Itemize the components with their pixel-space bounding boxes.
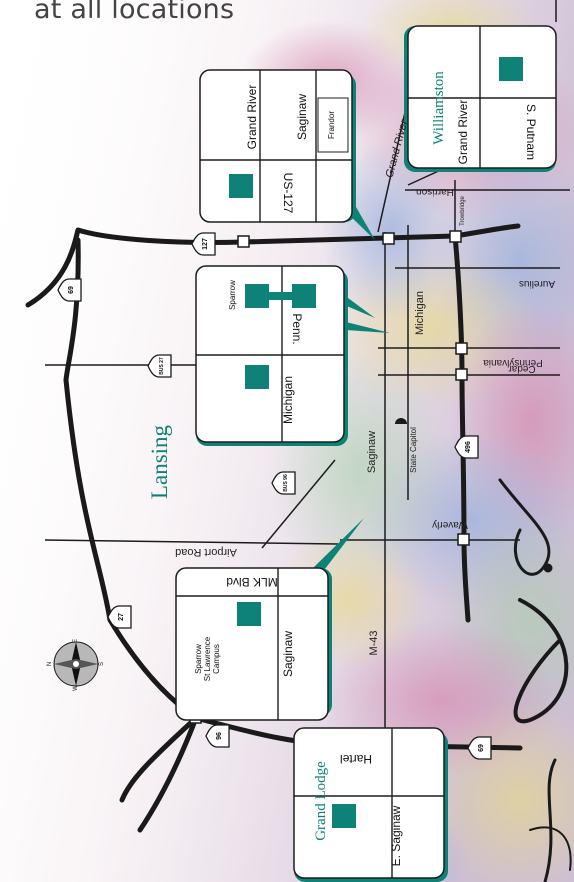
frandor-road-us127: US-127 xyxy=(281,172,295,214)
shield-i69-bottom xyxy=(467,736,492,760)
sparrow-location-marker-3 xyxy=(245,365,269,389)
highway-i496 xyxy=(452,233,471,623)
road-label-michigan: Michigan xyxy=(414,290,426,336)
frandor-location-marker xyxy=(229,174,253,198)
williamston-road-putnam: S. Putnam xyxy=(524,103,538,161)
grand-lodge-title: Grand Lodge xyxy=(313,761,329,841)
frandor-road-grand-river: Grand River xyxy=(245,84,259,150)
compass-e: E xyxy=(73,639,79,644)
sparrow-location-marker-2 xyxy=(292,284,316,308)
road-label-trowbridge: Trowbridge xyxy=(460,196,466,226)
road-label-airport-road: Airport Road xyxy=(175,546,237,558)
shield-us127 xyxy=(191,232,216,256)
st-lawrence-road-mlk: MLK Blvd xyxy=(226,575,278,589)
shield-bus27 xyxy=(147,354,172,378)
shield-label-us27: 27 xyxy=(118,613,125,621)
inset-st-lawrence xyxy=(175,567,332,721)
shield-label-bus27: BUS 27 xyxy=(159,357,165,375)
inset-sparrow xyxy=(195,265,348,446)
road-label-cedar: Cedar xyxy=(508,363,536,374)
shield-us27 xyxy=(107,605,132,629)
compass-w: W xyxy=(73,685,79,691)
road-label-waverly: Waverly xyxy=(432,519,468,530)
shield-bus96 xyxy=(271,471,296,495)
grand-lodge-road-hartel: Hartel xyxy=(340,752,373,766)
road-label-m43: M-43 xyxy=(368,630,380,656)
road-label-saginaw: Saginaw xyxy=(366,430,378,474)
sparrow-road-michigan: Michigan xyxy=(281,375,295,425)
grand-lodge-road-e-saginaw: E. Saginaw xyxy=(389,805,403,867)
williamston-location-marker xyxy=(499,57,523,81)
shield-i69-top xyxy=(57,278,82,302)
script-decoration xyxy=(498,478,572,882)
road-label-state-capitol: State Capitol xyxy=(409,427,418,473)
compass-rose xyxy=(53,641,99,687)
streets xyxy=(44,0,570,882)
state-capitol-marker xyxy=(395,418,407,424)
highway-i96-west xyxy=(63,237,199,803)
highway-27-cross xyxy=(137,715,199,833)
frandor-note: Frandor xyxy=(327,111,336,140)
inset-grand-lodge xyxy=(293,727,448,882)
shield-label-bus96: BUS 96 xyxy=(283,474,289,492)
shield-label-i496: 496 xyxy=(465,441,472,453)
st-lawrence-location-marker xyxy=(237,602,261,626)
road-label-aurelius: Aurelius xyxy=(518,278,556,289)
shield-label-i69-top: 69 xyxy=(68,286,75,294)
shield-i96 xyxy=(205,724,230,748)
highway-i96 xyxy=(25,223,521,308)
shield-label-i69-bottom: 69 xyxy=(478,744,485,752)
page-heading: at all locations xyxy=(34,0,235,25)
compass-n: N xyxy=(47,661,53,667)
sparrow-location-marker-1 xyxy=(245,284,269,308)
williamston-title: Williamston xyxy=(431,71,447,145)
st-lawrence-road-saginaw: Saginaw xyxy=(281,630,295,678)
bus96-line xyxy=(261,459,336,549)
compass-s: S xyxy=(99,662,105,667)
shield-i496 xyxy=(454,435,479,459)
city-label: Lansing xyxy=(147,424,172,500)
grand-lodge-location-marker xyxy=(332,804,356,828)
st-lawrence-note-3: Campus xyxy=(212,644,221,674)
inset-frandor xyxy=(199,69,356,223)
sparrow-road-penn: Penn. xyxy=(290,313,304,345)
shield-label-i96: 96 xyxy=(216,732,223,740)
shield-label-us127: 127 xyxy=(202,238,209,250)
inset-williamston xyxy=(404,25,557,172)
williamston-road-grand-river: Grand River xyxy=(456,99,470,165)
sparrow-note: Sparrow xyxy=(228,280,237,310)
frandor-road-saginaw: Saginaw xyxy=(295,93,309,141)
road-label-harrison: Harrison xyxy=(416,186,454,197)
